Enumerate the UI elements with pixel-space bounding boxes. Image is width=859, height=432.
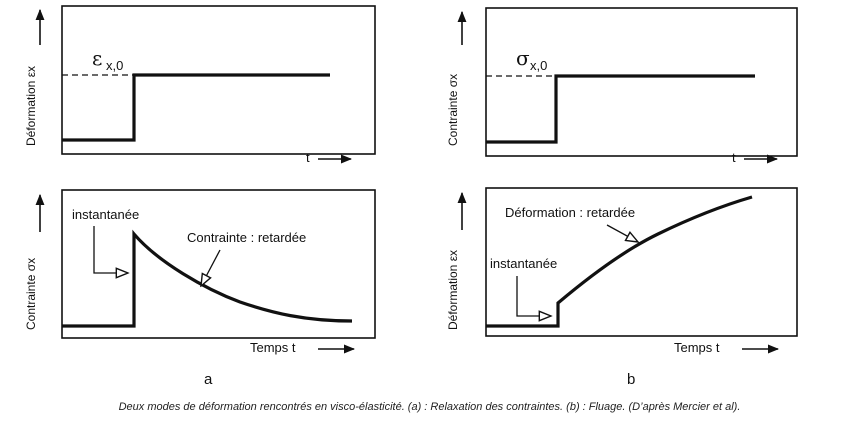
panel-b-top-level-subscript: x,0 (530, 58, 547, 73)
panel-b-bottom-annotation-instant: instantanée (490, 256, 557, 271)
panel-a-bottom-xlabel: Temps t (250, 340, 296, 355)
figure-canvas: Déformation εx t ε x,0 Contrainte σx Tem… (24, 5, 798, 388)
panel-a-top-level-symbol: ε (92, 46, 102, 70)
panel-a-bottom: Contrainte σx Temps t instantanée Contra… (24, 189, 376, 388)
panel-b-top: Contrainte σx t σ x,0 (446, 7, 798, 165)
panel-a-bottom-annotation-instant: instantanée (72, 207, 139, 222)
figure-caption: Deux modes de déformation rencontrés en … (118, 401, 741, 413)
panel-a-bottom-relaxation-curve (62, 229, 353, 328)
panel-b-top-ylabel: Contrainte σx (446, 74, 460, 146)
panel-b-bottom-annotation-delayed: Déformation : retardée (505, 205, 635, 220)
panel-b-bottom-instant-pointer (516, 276, 551, 316)
panel-a-top-level-subscript: x,0 (106, 58, 123, 73)
panel-a-top-frame (61, 5, 376, 155)
panel-b-label: b (627, 371, 635, 388)
panel-b-bottom-delayed-pointer (606, 224, 638, 242)
panel-b-bottom: Déformation εx Temps t Déformation : ret… (446, 187, 798, 388)
panel-b-top-step-curve (486, 74, 755, 144)
panel-b-bottom-creep-curve (486, 195, 753, 328)
panel-a-bottom-ylabel: Contrainte σx (24, 258, 38, 330)
panel-a-top: Déformation εx t ε x,0 (24, 5, 376, 165)
panel-a-top-step-curve (62, 73, 330, 142)
panel-a-bottom-annotation-delayed: Contrainte : retardée (187, 230, 306, 245)
panel-b-bottom-ylabel: Déformation εx (446, 250, 460, 330)
panel-b-top-level-symbol: σ (516, 46, 530, 70)
panel-a-bottom-frame (61, 189, 376, 339)
panel-a-top-ylabel: Déformation εx (24, 66, 38, 146)
panel-a-bottom-instant-pointer (93, 226, 128, 273)
panel-a-label: a (204, 371, 213, 388)
panel-b-bottom-frame (485, 187, 798, 337)
panel-b-top-frame (485, 7, 798, 157)
panel-b-bottom-xlabel: Temps t (674, 340, 720, 355)
panel-a-top-xlabel: t (306, 150, 310, 165)
panel-a-bottom-delayed-pointer (201, 249, 221, 286)
panel-b-top-xlabel: t (732, 150, 736, 165)
